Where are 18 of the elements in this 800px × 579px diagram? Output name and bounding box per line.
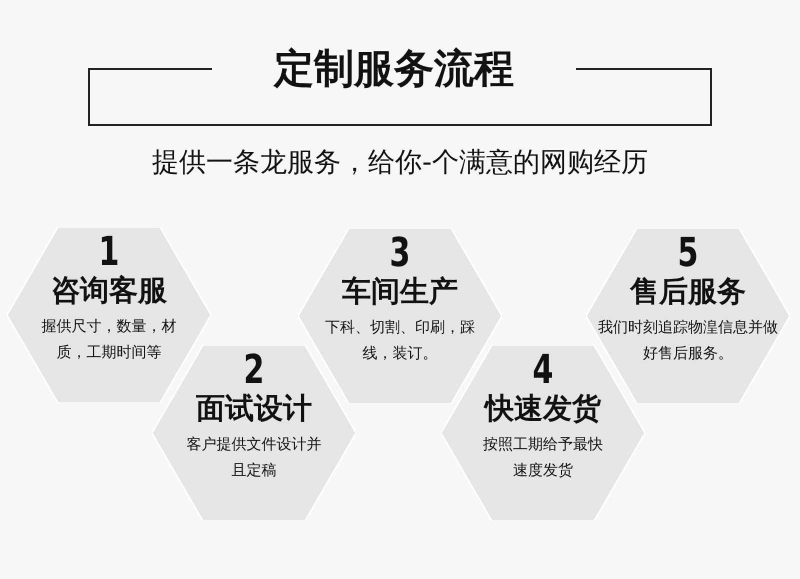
step-title: 售后服务 <box>628 274 747 308</box>
step-title: 快速发货 <box>482 391 602 425</box>
step-number: 2 <box>242 347 266 393</box>
title: 定制服务流程 <box>272 45 515 94</box>
step-description: 按照工期给予最快速度发货 <box>482 434 604 481</box>
step-description: 我们时刻追踪物湟信息并做好售后服务。 <box>597 317 779 364</box>
step-number: 1 <box>98 229 120 275</box>
step-description: 握供尺寸，数量，材质，工期时间等 <box>40 316 178 363</box>
step-description: 下科、切割、印刷，踩线，装订。 <box>324 317 476 364</box>
step-title: 面试设计 <box>195 391 313 425</box>
step-number: 4 <box>532 347 554 393</box>
step-number: 3 <box>388 230 412 276</box>
step-number: 5 <box>676 230 700 276</box>
hexagon <box>441 345 645 521</box>
step-title: 车间生产 <box>341 274 459 308</box>
step-description: 客户提供文件设计并且定稿 <box>186 434 322 481</box>
subtitle: 提供一条龙服务，给你-个满意的网购经历 <box>151 146 649 180</box>
step-title: 咨询客服 <box>50 273 168 307</box>
